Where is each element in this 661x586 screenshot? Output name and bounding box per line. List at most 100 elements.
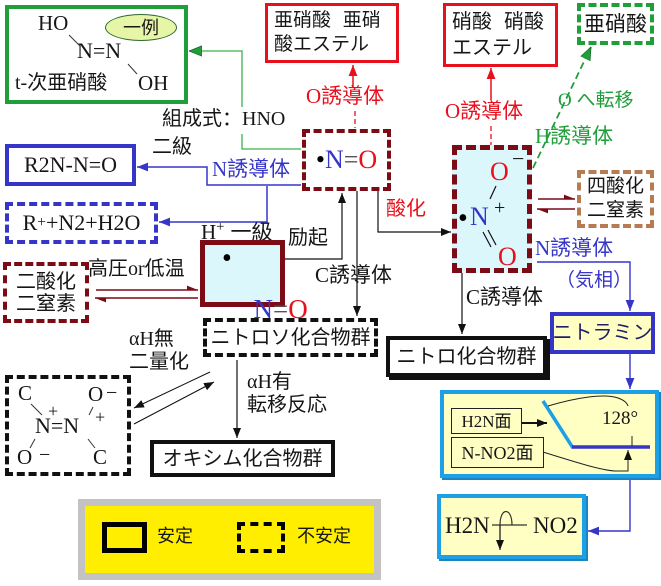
legend-stable-swatch xyxy=(102,522,147,553)
oxidation-label: 酸化 xyxy=(386,198,426,220)
decomposition-products: +N2+H2O xyxy=(45,210,141,235)
n-double-n: N=N xyxy=(35,413,80,438)
carbocation-charge: + xyxy=(37,214,46,232)
nno2-plane-label: N-NO2面 xyxy=(461,442,534,463)
excitation-label: 励起 xyxy=(288,227,328,249)
nitrous-acid-ester-line2: 酸エステル xyxy=(274,34,370,55)
nitroso-dimer-box: C O − + N=N + O − C xyxy=(5,375,131,476)
n-double-n: N=N xyxy=(77,38,122,63)
with-alpha-h-label: αH有 xyxy=(247,371,292,393)
nno2-plane-box: N-NO2面 xyxy=(451,437,544,468)
o-derivative-right-label: O誘導体 xyxy=(445,99,524,123)
negative-charge: − xyxy=(512,146,525,171)
legend-unstable-label: 不安定 xyxy=(297,526,351,546)
rearrangement-label: αH有 転移反応 xyxy=(247,371,327,417)
dimerization-to-dimer-arrow xyxy=(133,371,211,409)
dinitrogen-dioxide-line2: 二窒素 xyxy=(16,292,76,315)
nitramine-rotation-box: H2N NO2 xyxy=(437,494,586,559)
radical-dot: • xyxy=(315,145,325,174)
nitro-compounds-box: ニトロ化合物群 xyxy=(386,336,547,377)
primary-label: 一級 xyxy=(230,220,273,245)
oxime-compounds-label: オキシム化合物群 xyxy=(162,447,323,470)
primary-decomposition-box: R++N2+H2O xyxy=(5,202,158,244)
dinitrogen-tetroxide-box: 四酸化 二窒素 xyxy=(577,170,654,228)
nitroso-compounds-box: ニトロソ化合物群 xyxy=(203,318,378,357)
nitric-acid-ester-line1: 硝酸 硝酸 xyxy=(452,11,544,33)
example-badge-label: 一例 xyxy=(123,17,159,38)
hyponitrous-acid-box: HO 一例 N=N t-次亜硝酸 OH xyxy=(5,5,188,104)
hyponitrous-acid-name: t-次亜硝酸 xyxy=(15,72,108,94)
nitric-acid-ester-line2: エステル xyxy=(452,37,532,59)
dimerization-label: αH無 二量化 xyxy=(129,328,189,374)
gas-phase-label: （気相） xyxy=(556,270,633,291)
double-bond: = xyxy=(273,294,289,324)
dinitrogen-dioxide-line1: 二酸化 xyxy=(16,270,76,293)
hno-formula-label: 組成式：HNO xyxy=(162,108,286,130)
geometry-to-rotation-arrow xyxy=(588,480,631,536)
example-badge: 一例 xyxy=(105,14,177,41)
o-derivative-left-label: O誘導体 xyxy=(306,84,385,108)
nitrous-acid-label: 亜硝酸 xyxy=(584,11,647,36)
oxygen-top: O xyxy=(88,382,104,406)
no-alpha-h-label: αH無 xyxy=(129,328,174,350)
dihedral-angle-label: 128° xyxy=(602,408,639,429)
oxygen-top-charge: − xyxy=(106,382,118,404)
high-pressure-low-temp-label: 高圧or低温 xyxy=(88,258,185,280)
positive-charge: + xyxy=(494,197,506,219)
nitrogen-dioxide-box: O − • N + O xyxy=(452,145,532,273)
oxygen-atom: O xyxy=(358,145,378,174)
carbon-top: C xyxy=(18,381,33,405)
legend-stable-label: 安定 xyxy=(157,526,193,546)
h2n-plane-box: H2N面 xyxy=(451,408,522,434)
h2n-plane-label: H2N面 xyxy=(461,411,512,431)
amino-group: H2N xyxy=(445,513,490,538)
h-plus-h: H xyxy=(201,220,217,245)
dimerization-text: 二量化 xyxy=(129,351,189,373)
dimer-to-nitroso-arrow xyxy=(133,381,215,425)
dinitrogen-dioxide-box: 二酸化 二窒素 xyxy=(3,262,89,323)
hno-to-hyponitrous-acid-arrow xyxy=(189,51,301,150)
h-plus-primary-label: H+ 一級 xyxy=(180,199,272,264)
nitrogen-atom: N xyxy=(253,294,274,324)
nitramine-label: ニトラミン xyxy=(552,322,653,344)
rearrangement-text: 転移反応 xyxy=(247,394,327,416)
o-transfer-label: O へ転移 xyxy=(558,90,634,111)
nitrogen-atom: N xyxy=(324,145,344,174)
nitro-compounds-label: ニトロ化合物群 xyxy=(396,345,537,368)
n-derivative-right-label: N誘導体 xyxy=(535,236,614,260)
nitrogen-atom: N xyxy=(470,202,489,231)
c-derivative-left-label: C誘導体 xyxy=(315,263,393,287)
n-derivative-left-label: N誘導体 xyxy=(212,157,291,181)
radical-dot: • xyxy=(458,203,468,234)
nitrous-acid-ester-box: 亜硝酸 亜硝 酸エステル xyxy=(265,3,399,63)
ho-group: HO xyxy=(38,11,69,35)
oxygen-atom-bottom: O xyxy=(498,242,517,271)
oxygen-bottom-charge: − xyxy=(39,444,51,466)
secondary-nitrosamine-box: R2N-N=O xyxy=(5,144,136,186)
nitramine-geometry-box: H2N面 N-NO2面 128° xyxy=(440,390,659,478)
radical-dot: • xyxy=(222,243,232,274)
oxygen-atom: O xyxy=(288,294,308,324)
nitrous-acid-box: 亜硝酸 xyxy=(577,3,654,45)
carbocation-r: R xyxy=(22,210,38,235)
nitramine-box: ニトラミン xyxy=(550,312,655,354)
excitation-arrow xyxy=(285,193,346,260)
oxime-compounds-box: オキシム化合物群 xyxy=(150,440,335,477)
oxygen-bottom: O xyxy=(17,445,33,469)
secondary-label: 二級 xyxy=(152,136,192,158)
h-plus-charge: + xyxy=(216,219,225,235)
h-derivative-label: H誘導体 xyxy=(535,124,614,148)
oxygen-atom-top: O xyxy=(490,157,509,186)
legend-unstable-swatch xyxy=(237,522,285,553)
c-derivative-right-label: C誘導体 xyxy=(466,285,544,309)
nitro-group: NO2 xyxy=(533,513,578,538)
nitroso-compounds-label: ニトロソ化合物群 xyxy=(210,326,371,349)
secondary-nitrosamine-label: R2N-N=O xyxy=(23,152,118,177)
nitrogen-left-charge: + xyxy=(48,401,59,421)
carbon-bottom: C xyxy=(93,445,108,469)
nitric-oxide-box: • N=O xyxy=(200,240,308,323)
nitric-oxide-formula: N=O xyxy=(213,269,308,350)
nitroxyl-box: • N = O xyxy=(302,129,391,191)
dinitrogen-tetroxide-line2: 二窒素 xyxy=(586,200,644,221)
nitrogen-right-charge: + xyxy=(95,407,106,427)
